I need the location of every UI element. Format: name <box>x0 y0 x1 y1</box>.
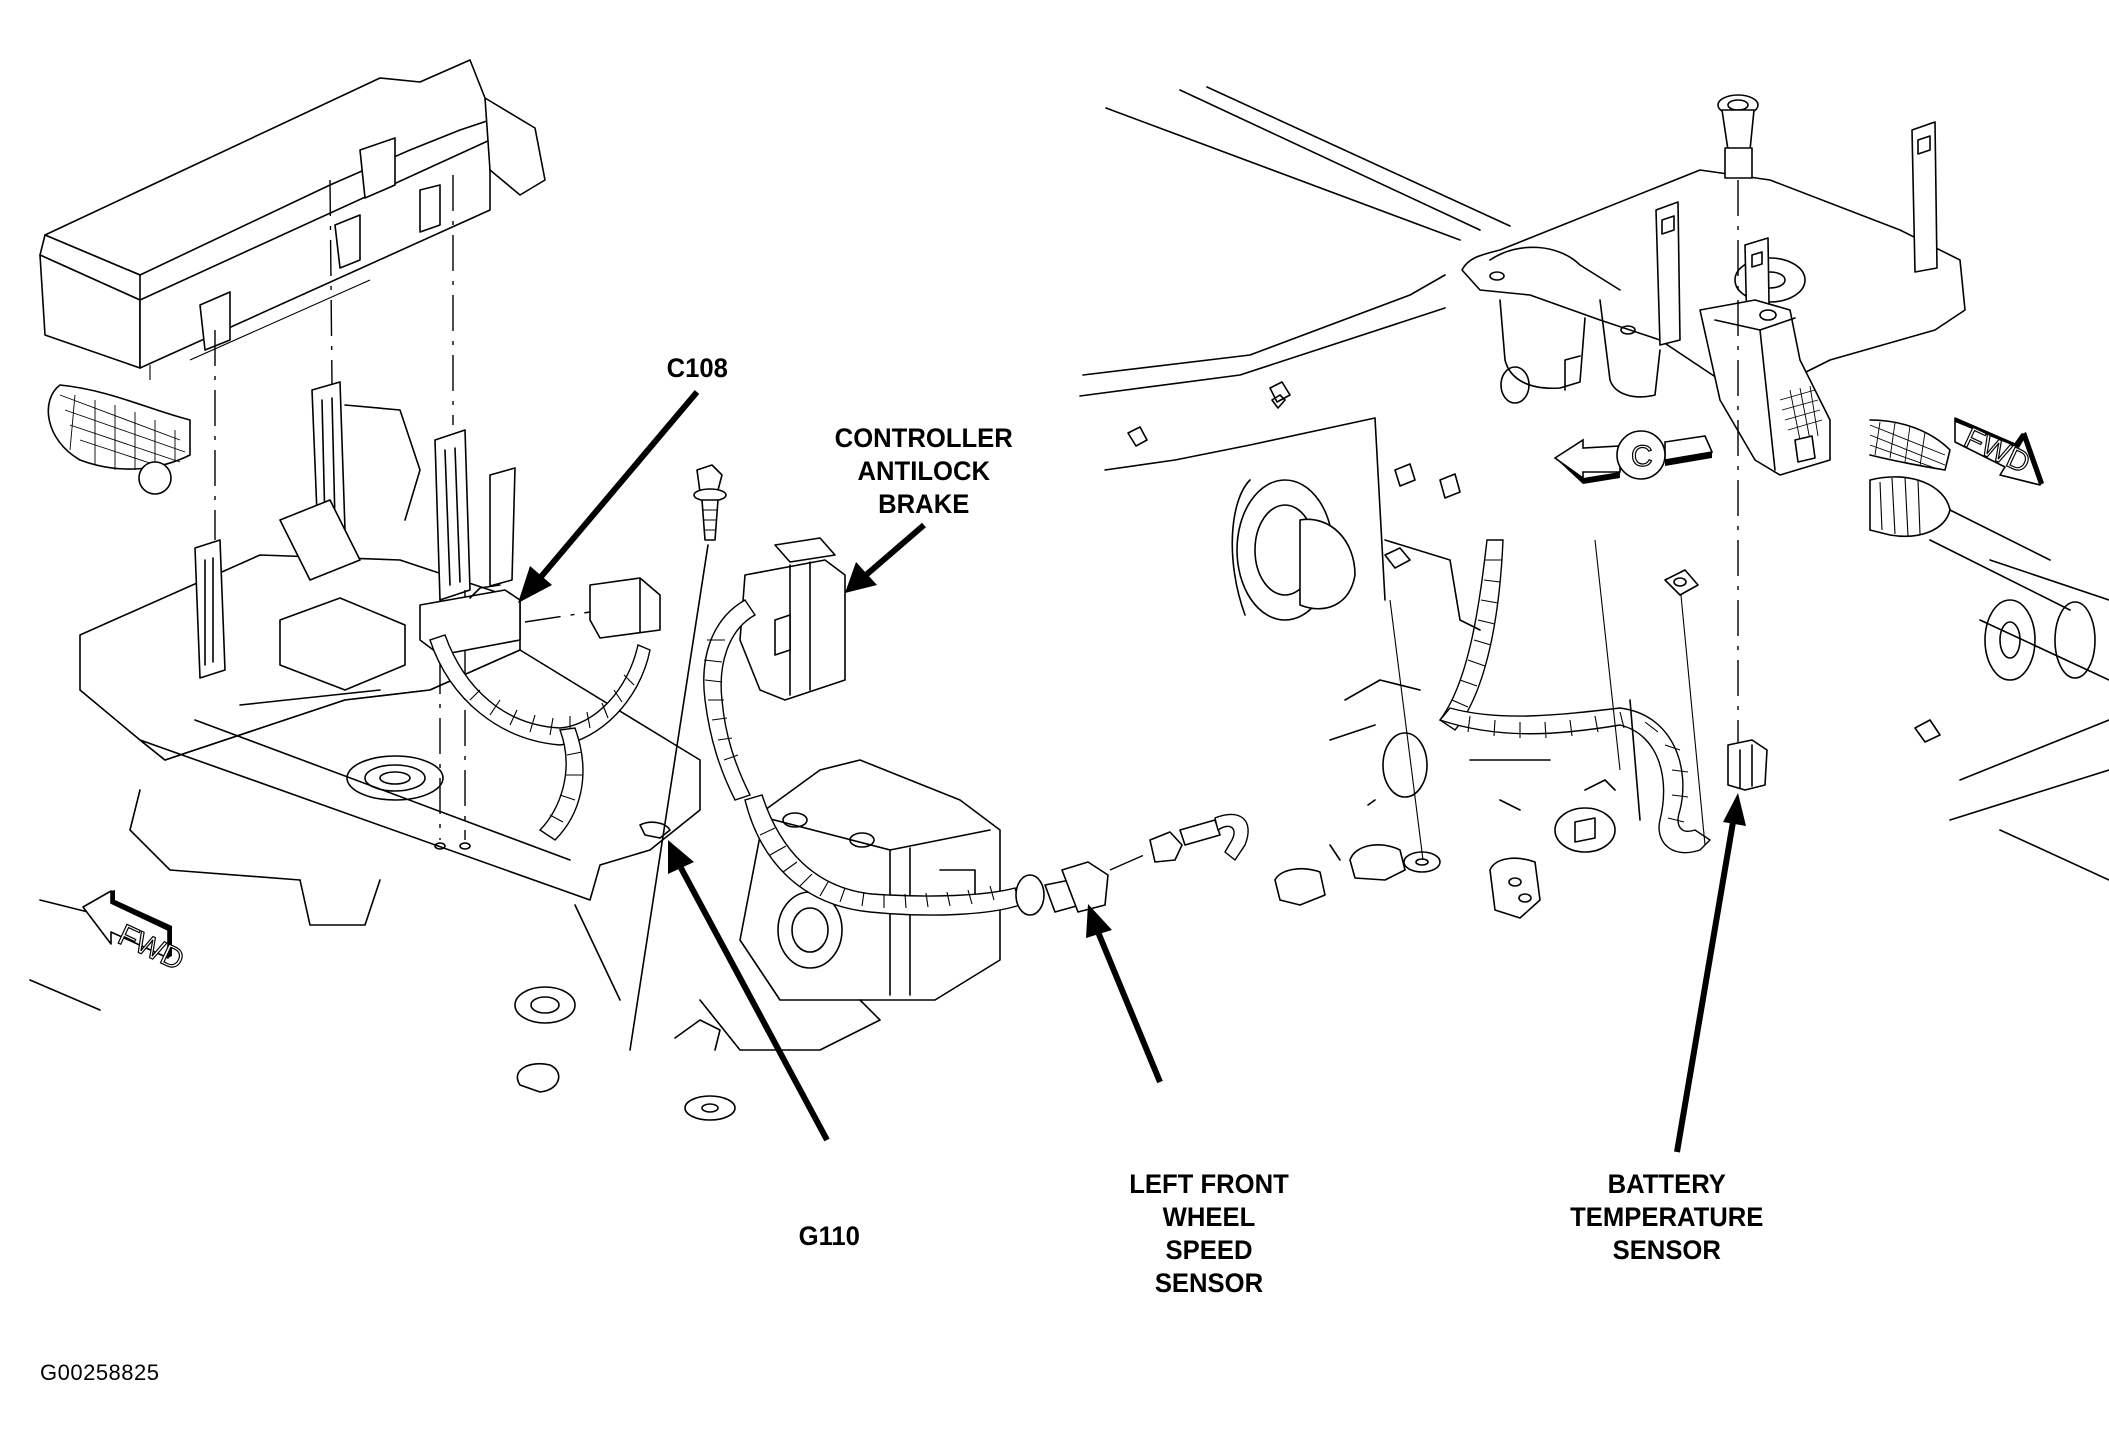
callout-battery-temperature-sensor: BATTERY TEMPERATURE SENSOR <box>1570 1168 1763 1267</box>
harness-mesh-sleeve-left <box>47 384 191 495</box>
right-lower-structure <box>1274 539 1641 919</box>
fwd-arrow-right: FWD <box>1954 417 2044 486</box>
ground-bolt <box>629 464 727 1051</box>
callout-wheel-sensor-line-2: WHEEL <box>1162 1202 1256 1232</box>
battery-holddown-clip <box>1717 94 1759 760</box>
callout-controller-line-3: BRAKE <box>878 489 970 519</box>
leader-arrow-c108 <box>518 390 700 603</box>
callout-g110: G110 <box>799 1220 860 1253</box>
leader-arrow-wheel-sensor <box>1086 904 1163 1084</box>
leader-arrow-controller <box>845 522 926 593</box>
callout-battery-sensor-line-2: TEMPERATURE <box>1570 1202 1764 1232</box>
figure-id-label: G00258825 <box>40 1360 160 1385</box>
battery-tray-left <box>29 381 701 1011</box>
callout-c108: C108 <box>667 352 728 385</box>
callout-battery-sensor-line-1: BATTERY <box>1607 1169 1726 1199</box>
wiring-harness-right <box>1438 539 1712 854</box>
vehicle-body-structure-right <box>1079 86 1511 601</box>
alignment-lines-left <box>214 175 591 840</box>
callout-g110-line: G110 <box>798 1221 860 1251</box>
callout-controller-antilock-brake: CONTROLLER ANTILOCK BRAKE <box>835 422 1013 521</box>
fuse-box-pdc <box>39 59 546 380</box>
leader-arrow-battery-sensor <box>1674 793 1746 1153</box>
view-marker-label: C <box>1631 440 1653 473</box>
callout-controller-line-1: CONTROLLER <box>834 423 1013 453</box>
wiring-harness-left <box>429 634 651 841</box>
callout-wheel-sensor-line-4: SENSOR <box>1154 1268 1264 1298</box>
fwd-label-right: FWD <box>1959 421 2035 480</box>
fwd-arrow-left: FWD <box>82 890 190 978</box>
battery-tray-right <box>1461 121 2109 881</box>
callout-c108-line: C108 <box>666 353 728 383</box>
strut-tower-right <box>1231 479 1356 621</box>
callout-wheel-sensor-line-3: SPEED <box>1165 1235 1253 1265</box>
callout-left-front-wheel-speed-sensor: LEFT FRONT WHEEL SPEED SENSOR <box>1129 1168 1289 1300</box>
alignment-lines-right <box>1389 539 1706 861</box>
view-marker-c: C <box>1553 430 1714 484</box>
callout-controller-line-2: ANTILOCK <box>857 456 990 486</box>
leader-arrow-g110 <box>668 840 830 1142</box>
battery-temp-sensor-part <box>1727 739 1768 791</box>
wheel-speed-harness <box>744 794 1249 916</box>
callout-wheel-sensor-line-1: LEFT FRONT <box>1129 1169 1289 1199</box>
abs-controller-module <box>703 537 846 801</box>
misc-left-structure <box>514 986 736 1121</box>
callout-battery-sensor-line-3: SENSOR <box>1612 1235 1721 1265</box>
